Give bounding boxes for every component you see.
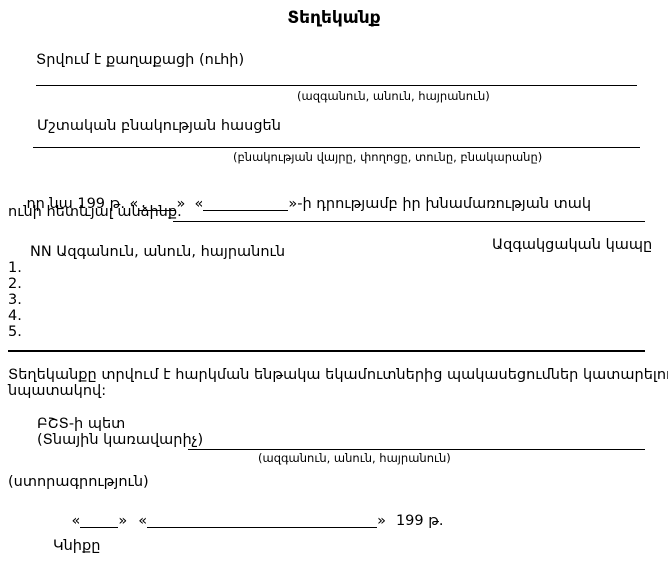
statement-part3: »-ի դրությամբ իր խնամառության տակ [288,196,592,212]
address-blank-line [33,147,640,148]
purpose-text-line1: Տեղեկանքը տրվում է հարկման ենթակա եկամու… [8,367,668,383]
issue-date-line: « » « » 199 թ. [53,496,444,547]
day-blank [138,210,177,211]
date-quote-close: » [118,513,128,529]
issue-day-blank [80,527,119,528]
seal-label: Կնիքը [53,538,101,554]
official-position-line1: ԲՇՏ-ի պետ [37,416,126,432]
recipient-caption: (ազգանուն, անուն, հայրանուն) [297,89,490,103]
date-quote-open: « [71,513,81,529]
month-quote-open: « [138,513,148,529]
dependent-row-number: 3. [8,292,22,308]
recipient-label: Տրվում է քաղաքացի (ուհի) [36,52,245,68]
statement-part2: » « [176,196,204,212]
signature-caption: (ստորագրություն) [8,474,149,490]
section-divider-line [8,350,645,352]
document-title: Տեղեկանք [287,8,381,28]
year-label: 199 թ. [395,513,444,529]
address-label: Մշտական բնակության հասցեն [37,118,281,134]
dependent-row-number: 5. [8,324,22,340]
month-quote-close: » [377,513,386,529]
official-name-caption: (ազգանուն, անուն, հայրանուն) [258,451,451,465]
dependents-blank-line [173,221,645,222]
issue-month-blank [147,527,378,528]
recipient-blank-line [36,85,637,86]
official-name-blank-line [188,449,645,450]
statement-line: որ նա 199 թ. « » « »-ի դրությամբ իր խնամառ… [8,179,591,230]
month-blank [203,210,289,211]
dependents-intro: ունի հետևյալ անձինք. [8,204,182,220]
dependent-row-number: 2. [8,276,22,292]
statement-part1: որ նա 199 թ. « [26,196,139,212]
kinship-column-header: Ազգակցական կապը [492,237,653,253]
dependent-row-number: 4. [8,308,22,324]
official-position-line2: (Տնային կառավարիչ) [37,432,204,448]
dependent-row-number: 1. [8,260,22,276]
name-column-header: NN Ազգանուն, անուն, հայրանուն [30,244,286,260]
purpose-text-line2: նպատակով: [8,383,107,399]
address-caption: (բնակության վայրը, փողոցը, տունը, բնակար… [233,150,543,164]
